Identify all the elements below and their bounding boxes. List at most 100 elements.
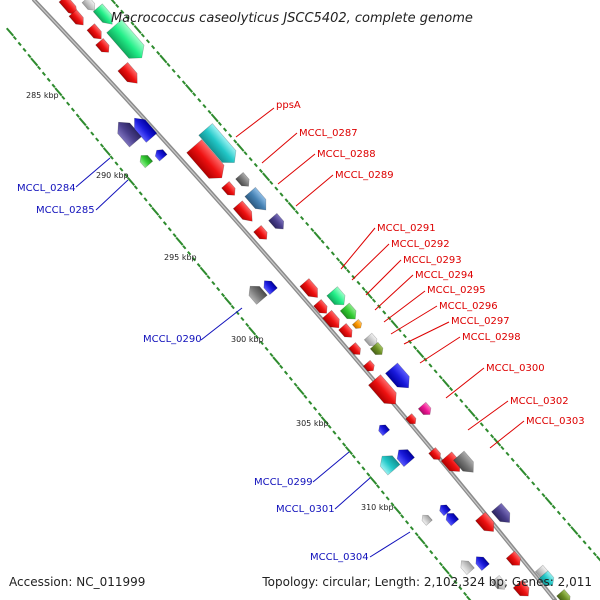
inner-ring-mark <box>458 585 463 591</box>
gene-blue-39[interactable] <box>393 445 415 468</box>
gene-red-33[interactable] <box>368 374 401 410</box>
gene-red-28[interactable] <box>338 323 356 340</box>
gene-label-MCCL_0296[interactable]: MCCL_0296 <box>439 301 498 312</box>
gene-red-40[interactable] <box>428 447 444 463</box>
inner-ring-mark <box>211 280 216 286</box>
inner-ring-mark <box>109 155 114 160</box>
gene-label-MCCL_0290[interactable]: MCCL_0290 <box>143 334 202 345</box>
gene-label-MCCL_0293[interactable]: MCCL_0293 <box>403 255 462 266</box>
inner-ring-mark <box>148 203 153 208</box>
inner-ring-mark <box>127 177 136 186</box>
gene-grey-14[interactable] <box>235 172 253 189</box>
gene-grey-42[interactable] <box>453 450 479 477</box>
gene-silver-55[interactable] <box>491 575 509 592</box>
gene-navy-47[interactable] <box>491 502 515 527</box>
gene-spring-2[interactable] <box>92 3 116 28</box>
outer-ring-mark <box>441 378 450 388</box>
gene-navy-18[interactable] <box>268 212 288 232</box>
tick-rings <box>5 0 600 600</box>
gene-label-MCCL_0287[interactable]: MCCL_0287 <box>299 128 358 139</box>
gene-grey-20[interactable] <box>245 282 268 305</box>
gene-label-MCCL_0295[interactable]: MCCL_0295 <box>427 285 486 296</box>
gene-blue-11[interactable] <box>153 147 168 162</box>
gene-red-17[interactable] <box>232 200 256 225</box>
inner-ring-mark <box>22 47 27 53</box>
gene-red-13[interactable] <box>186 139 230 185</box>
outer-ring-mark <box>110 0 117 5</box>
gene-label-MCCL_0294[interactable]: MCCL_0294 <box>415 270 474 281</box>
gene-label-MCCL_0303[interactable]: MCCL_0303 <box>526 416 585 427</box>
gene-red-6[interactable] <box>95 38 113 55</box>
gene-pink-36[interactable] <box>417 401 433 418</box>
inner-ring-mark <box>434 555 439 561</box>
gene-red-26[interactable] <box>322 309 344 331</box>
gene-label-MCCL_0288[interactable]: MCCL_0288 <box>317 149 376 160</box>
gene-label-MCCL_0284[interactable]: MCCL_0284 <box>17 183 76 194</box>
inner-ring-mark <box>393 505 402 515</box>
gene-label-ppsA[interactable]: ppsA <box>276 100 301 111</box>
gene-red-3[interactable] <box>68 9 87 29</box>
gene-red-19[interactable] <box>253 225 271 242</box>
gene-red-46[interactable] <box>475 511 499 536</box>
outer-ring-mark <box>413 345 418 350</box>
gene-red-50[interactable] <box>505 550 523 569</box>
inner-ring-mark <box>409 526 414 531</box>
gene-steel-16[interactable] <box>244 186 271 214</box>
gene-label-MCCL_0300[interactable]: MCCL_0300 <box>486 363 545 374</box>
outer-ring-mark <box>210 113 219 123</box>
gene-cyan-12[interactable] <box>198 123 241 168</box>
gene-blue-34[interactable] <box>385 362 414 393</box>
gene-blue-9[interactable] <box>129 114 158 143</box>
outer-ring-mark <box>479 422 484 427</box>
outer-ring-mark <box>202 103 207 109</box>
inner-ring-mark <box>248 326 257 336</box>
gene-spring-24[interactable] <box>326 286 349 310</box>
gene-red-15[interactable] <box>221 181 239 198</box>
gene-cyan-38[interactable] <box>376 451 401 476</box>
gene-lime-10[interactable] <box>137 152 154 169</box>
gene-red-23[interactable] <box>313 299 331 316</box>
inner-ring-mark <box>288 376 293 381</box>
gene-red-32[interactable] <box>362 359 376 373</box>
gene-blue-44[interactable] <box>437 502 452 517</box>
gene-cyan-52[interactable] <box>538 570 557 589</box>
inner-ring-mark <box>172 233 177 238</box>
inner-ring-mark <box>279 364 284 369</box>
gene-lime-25[interactable] <box>339 302 360 323</box>
gene-silver-29[interactable] <box>363 332 379 349</box>
gene-label-MCCL_0285[interactable]: MCCL_0285 <box>36 205 95 216</box>
gene-blue-37[interactable] <box>376 422 391 437</box>
gene-red-22[interactable] <box>299 278 322 302</box>
gene-label-MCCL_0292[interactable]: MCCL_0292 <box>391 239 450 250</box>
gene-label-MCCL_0291[interactable]: MCCL_0291 <box>377 223 436 234</box>
leader-line-20 <box>369 531 411 558</box>
gene-label-MCCL_0298[interactable]: MCCL_0298 <box>462 332 521 343</box>
leader-line-4 <box>340 227 376 270</box>
gene-red-31[interactable] <box>348 342 364 358</box>
inner-ring-mark <box>41 71 46 77</box>
gene-label-MCCL_0301[interactable]: MCCL_0301 <box>276 504 335 515</box>
leader-line-17 <box>200 307 243 341</box>
gene-orange-27[interactable] <box>351 318 363 330</box>
gene-spring-4[interactable] <box>106 19 150 65</box>
gene-label-MCCL_0299[interactable]: MCCL_0299 <box>254 477 313 488</box>
outer-ring-mark <box>140 33 145 38</box>
outer-ring-mark <box>258 168 264 174</box>
gene-silver-43[interactable] <box>420 513 433 526</box>
gene-olive-54[interactable] <box>556 589 574 600</box>
gene-navy-8[interactable] <box>112 117 142 148</box>
gene-label-MCCL_0302[interactable]: MCCL_0302 <box>510 396 569 407</box>
gene-red-53[interactable] <box>512 579 533 600</box>
gene-silver-1[interactable] <box>81 0 98 13</box>
gene-label-MCCL_0304[interactable]: MCCL_0304 <box>310 552 369 563</box>
gene-red-35[interactable] <box>405 413 419 427</box>
gene-red-7[interactable] <box>117 62 142 87</box>
gene-silver-48[interactable] <box>458 557 475 575</box>
gene-blue-49[interactable] <box>473 553 490 571</box>
gene-blue-45[interactable] <box>443 510 460 527</box>
gene-red-5[interactable] <box>86 23 105 43</box>
gene-olive-30[interactable] <box>369 341 385 358</box>
gene-label-MCCL_0297[interactable]: MCCL_0297 <box>451 316 510 327</box>
gene-label-MCCL_0289[interactable]: MCCL_0289 <box>335 170 394 181</box>
gene-blue-21[interactable] <box>261 277 278 295</box>
